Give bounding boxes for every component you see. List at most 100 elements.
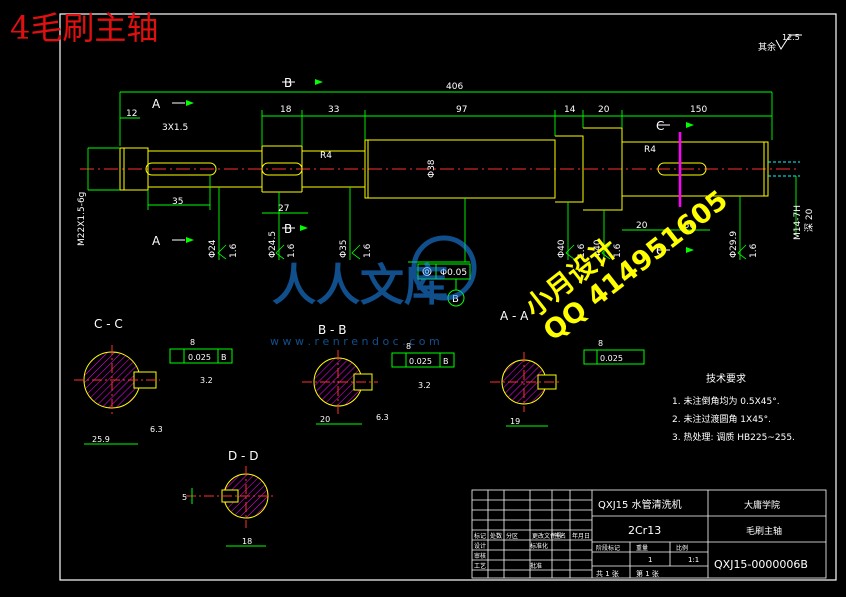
dim-20b: 20	[636, 221, 648, 231]
svg-text:C: C	[656, 119, 664, 133]
watermark-url: w w w . r e n r e n d o c . c o m	[270, 335, 440, 348]
tech-req-1: 1. 未注倒角均为 0.5X45°.	[672, 395, 780, 407]
shaft-outline	[119, 127, 769, 211]
dim-m14-depth: 深 20	[804, 208, 815, 232]
svg-text:8: 8	[406, 342, 411, 351]
tb-material: 2Cr13	[628, 524, 661, 537]
svg-text:C - C: C - C	[94, 317, 123, 331]
ra-3: 1.6	[363, 243, 373, 258]
ra-6: 1.6	[749, 243, 759, 258]
svg-text:阶段标记: 阶段标记	[596, 544, 620, 552]
section-bb: B - B 0.025 B 8 3.2 6.3 20	[302, 323, 455, 425]
dim-phi29-9: Φ29.9	[729, 231, 739, 258]
svg-text:25.9: 25.9	[92, 435, 110, 444]
ra-1: 1.6	[229, 243, 239, 258]
tb-school: 大庸学院	[744, 499, 780, 511]
ra-4: 1.6	[577, 243, 587, 258]
svg-text:8: 8	[598, 339, 603, 348]
dim-150b: 150	[678, 221, 695, 231]
dim-phi24: Φ24	[208, 239, 218, 258]
title-block-texts: QXJ15 水管清洗机 大庸学院 2Cr13 毛刷主轴 QXJ15-000000…	[474, 498, 808, 578]
tb-qty: 1	[648, 556, 652, 564]
svg-text:0.025: 0.025	[600, 354, 623, 363]
svg-text:重量: 重量	[636, 544, 648, 552]
svg-text:更改文件号: 更改文件号	[532, 532, 562, 540]
svg-text:审核: 审核	[474, 552, 486, 560]
section-dd: D - D 18 5	[182, 449, 276, 547]
svg-text:B: B	[284, 222, 292, 236]
tb-part-name: 毛刷主轴	[746, 525, 782, 537]
section-cc: C - C 0.025 B 8 3.2 6.3 25.9	[74, 317, 233, 445]
dim-phi38: Φ38	[427, 159, 437, 178]
section-aa: A - A 0.025 8 19	[490, 309, 645, 427]
svg-text:0.025: 0.025	[188, 353, 211, 362]
svg-text:年月日: 年月日	[572, 532, 590, 540]
svg-text:B - B: B - B	[318, 323, 346, 337]
tb-scale: 1:1	[688, 556, 699, 564]
dimension-lines	[87, 91, 797, 263]
svg-text:设计: 设计	[474, 542, 486, 550]
svg-text:Φ0.05: Φ0.05	[440, 268, 467, 278]
svg-text:12.5: 12.5	[782, 33, 800, 42]
roughness-marks	[217, 244, 747, 260]
dimension-texts: 406 12 3X1.5 35 18 33 97 14 20 150 27 20…	[77, 82, 815, 258]
section-letters: B A A B C C	[152, 76, 664, 258]
dim-150a: 150	[690, 105, 707, 115]
tb-drawing-no: QXJ15-0000006B	[714, 558, 808, 571]
svg-text:6.3: 6.3	[376, 413, 389, 422]
svg-text:A - A: A - A	[500, 309, 529, 323]
svg-text:0.025: 0.025	[409, 357, 432, 366]
svg-text:其余: 其余	[758, 41, 776, 53]
dim-33: 33	[328, 105, 339, 115]
ra-2: 1.6	[287, 243, 297, 258]
svg-text:5: 5	[182, 493, 187, 502]
roughness-symbol-rest: 其余 12.5	[758, 33, 802, 53]
ra-5: 1.6	[613, 243, 623, 258]
svg-text:签名: 签名	[554, 532, 566, 540]
dim-20a: 20	[598, 105, 610, 115]
dim-406: 406	[446, 82, 463, 92]
tech-req-title: 技术要求	[706, 372, 746, 385]
dim-phi24-5: Φ24.5	[268, 231, 278, 258]
dim-m22: M22X1.5-6g	[77, 192, 87, 246]
svg-text:A: A	[152, 97, 161, 111]
dim-phi40b: Φ40	[593, 239, 603, 258]
dim-35: 35	[172, 197, 183, 207]
svg-text:B: B	[221, 353, 227, 362]
drawing-title: 4毛刷主轴	[10, 9, 159, 47]
svg-text:19: 19	[510, 417, 520, 426]
dim-12: 12	[126, 109, 137, 119]
tb-total-sheets: 共 1 张	[596, 569, 619, 578]
tech-requirements: 技术要求 1. 未注倒角均为 0.5X45°. 2. 未注过渡圆角 1X45°.…	[672, 372, 795, 443]
svg-text:批准: 批准	[530, 562, 542, 570]
svg-text:标准化: 标准化	[530, 542, 548, 550]
tech-req-3: 3. 热处理: 调质 HB225~255.	[672, 431, 795, 443]
svg-text:工艺: 工艺	[474, 562, 486, 570]
dim-27: 27	[278, 204, 289, 214]
dim-14: 14	[564, 105, 576, 115]
svg-text:处数: 处数	[490, 532, 502, 540]
svg-text:A: A	[152, 234, 161, 248]
svg-text:分区: 分区	[506, 532, 518, 540]
section-markers	[172, 81, 670, 251]
title-block	[471, 489, 827, 579]
svg-text:标记: 标记	[474, 532, 486, 540]
main-shaft-view	[80, 79, 800, 263]
dim-97: 97	[456, 105, 467, 115]
dim-r4b: R4	[644, 145, 656, 155]
svg-text:C: C	[656, 244, 664, 258]
svg-text:3.2: 3.2	[200, 376, 213, 385]
tech-req-2: 2. 未注过渡圆角 1X45°.	[672, 413, 771, 425]
svg-text:6.3: 6.3	[150, 425, 163, 434]
svg-text:8: 8	[190, 338, 195, 347]
svg-text:B: B	[443, 357, 449, 366]
watermark-brand: 人人文库	[272, 260, 448, 311]
svg-text:20: 20	[320, 415, 330, 424]
drawing-frame	[59, 13, 837, 581]
section-arrows	[186, 79, 694, 253]
svg-text:B: B	[284, 76, 292, 90]
dim-r4a: R4	[320, 151, 332, 161]
dim-18: 18	[280, 105, 292, 115]
